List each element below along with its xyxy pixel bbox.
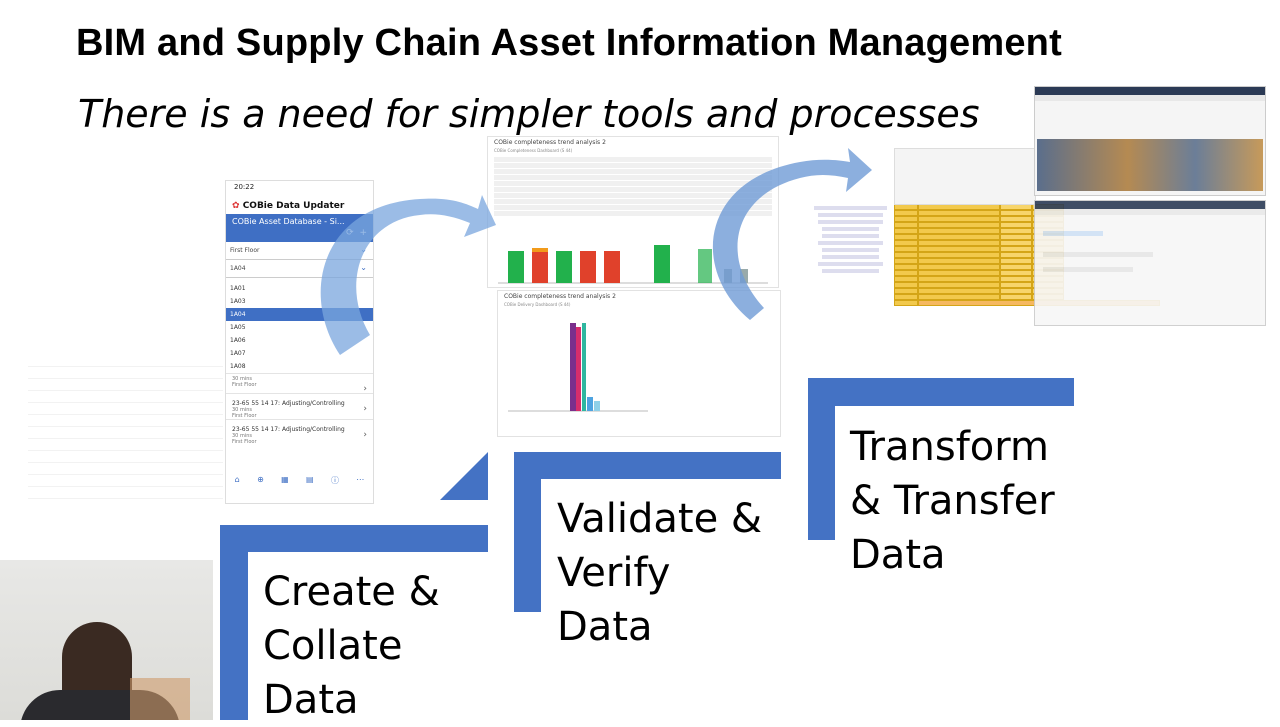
phone-bottom-nav: ⌂ ⊕ ▦ ▤ ⓘ ⋯	[226, 475, 373, 495]
dashboard-bottom: COBie completeness trend analysis 2 COBi…	[497, 290, 781, 437]
webcam-video-feed	[0, 560, 213, 720]
task-item[interactable]: 30 mins First Floor ›	[226, 373, 373, 394]
bar-2	[532, 251, 548, 283]
bar-4	[580, 251, 596, 283]
delivery-bar-chart	[508, 323, 648, 412]
info-icon[interactable]: ⓘ	[330, 476, 339, 485]
delivery-bar-1	[570, 323, 576, 411]
bar-6	[654, 245, 670, 283]
faint-data-table	[28, 355, 223, 500]
step-create-label: Create & Collate Data	[263, 565, 440, 727]
app-logo-icon: ✿	[232, 201, 240, 211]
task-item-time: 30 mins	[232, 407, 252, 413]
list-item[interactable]: 1A05	[230, 324, 246, 331]
dashboard-top-subtitle: COBie Completeness Dashboard (S 44)	[494, 148, 573, 153]
delivery-bar-3	[582, 323, 586, 411]
dashboard-bottom-title: COBie completeness trend analysis 2	[504, 293, 616, 300]
bar-7	[698, 249, 712, 283]
step-transform-inner	[835, 406, 1074, 540]
step-validate-inner	[541, 479, 781, 612]
components-icon[interactable]: ▤	[306, 475, 314, 484]
phone-app-title: ✿ COBie Data Updater	[226, 199, 373, 214]
dashboard-bottom-subtitle: COBie Delivery Dashboard (S 44)	[504, 302, 571, 307]
bar-5	[604, 251, 620, 283]
chevron-right-icon: ›	[363, 404, 367, 414]
bar-3	[556, 251, 572, 283]
delivery-bar-2	[576, 327, 581, 411]
curved-arrow-icon	[712, 148, 872, 320]
grid-header	[894, 148, 1036, 205]
list-item[interactable]: 1A07	[230, 350, 246, 357]
more-icon[interactable]: ⋯	[356, 475, 365, 484]
step-transform-label: Transform & Transfer Data	[850, 420, 1055, 582]
asset-window-top	[1034, 86, 1266, 196]
space-select[interactable]: 1A04 ⌄	[226, 260, 373, 278]
slide-subtitle: There is a need for simpler tools and pr…	[78, 92, 980, 136]
phone-time: 20:22	[234, 183, 255, 191]
list-item[interactable]: 1A01	[230, 285, 246, 292]
background-frame	[130, 678, 190, 720]
phone-status-bar: 20:22	[226, 181, 373, 199]
chevron-down-icon: ⌄	[360, 263, 367, 272]
delivery-bar-5	[594, 401, 600, 411]
bar-2-top	[532, 248, 548, 252]
task-item-location: First Floor	[232, 382, 257, 388]
floor-select-value: First Floor	[230, 247, 260, 254]
step-transform-line-1: Transform	[850, 424, 1049, 470]
phone-app-title-text: COBie Data Updater	[242, 201, 345, 211]
asset-window-bottom-titlebar	[1035, 201, 1265, 209]
step-validate-label: Validate & Verify Data	[557, 492, 762, 654]
step-validate-line-3: Data	[557, 604, 653, 650]
add-circle-icon[interactable]: ⊕	[257, 475, 264, 484]
step-create-line-3: Data	[263, 677, 359, 723]
step-validate-line-2: Verify	[557, 550, 671, 596]
bar-9	[740, 269, 748, 283]
task-item-title: 23-65 55 14 17: Adjusting/Controlling	[232, 426, 345, 433]
task-item[interactable]: 23-65 55 14 17: Adjusting/Controlling 30…	[226, 393, 373, 419]
step-create-inner	[248, 552, 488, 720]
bar-1	[508, 251, 524, 283]
step-transform-line-3: Data	[850, 532, 946, 578]
step-transform-line-2: & Transfer	[850, 478, 1055, 524]
task-item-time: 30 mins	[232, 376, 252, 382]
delivery-bar-4	[587, 397, 593, 411]
step-create-line-2: Collate	[263, 623, 403, 669]
list-item[interactable]: 1A08	[230, 363, 246, 370]
list-item[interactable]: 1A06	[230, 337, 246, 344]
dashboard-top-title: COBie completeness trend analysis 2	[494, 139, 606, 146]
task-item-location: First Floor	[232, 439, 257, 445]
curved-arrow-icon	[320, 195, 496, 355]
task-item-location: First Floor	[232, 413, 257, 419]
step-create-line-1: Create &	[263, 569, 440, 615]
slide-title: BIM and Supply Chain Asset Information M…	[76, 22, 1062, 64]
step-validate-line-1: Validate &	[557, 496, 763, 542]
task-item-time: 30 mins	[232, 433, 252, 439]
home-icon[interactable]: ⌂	[234, 475, 240, 484]
tree-panel	[808, 203, 893, 373]
task-item-title: 23-65 55 14 17: Adjusting/Controlling	[232, 400, 345, 407]
asset-window-top-titlebar	[1035, 87, 1265, 95]
3d-model-view	[1037, 139, 1263, 191]
step-connector-left	[440, 452, 488, 500]
task-item[interactable]: 23-65 55 14 17: Adjusting/Controlling 30…	[226, 419, 373, 445]
space-select-value: 1A04	[230, 265, 246, 272]
list-item[interactable]: 1A03	[230, 298, 246, 305]
chevron-right-icon: ›	[363, 384, 367, 394]
asset-window-bottom	[1034, 200, 1266, 326]
chevron-right-icon: ›	[363, 430, 367, 440]
phone-app-bar-title: COBie Asset Database - Si...	[232, 217, 345, 226]
spaces-icon[interactable]: ▦	[281, 475, 289, 484]
